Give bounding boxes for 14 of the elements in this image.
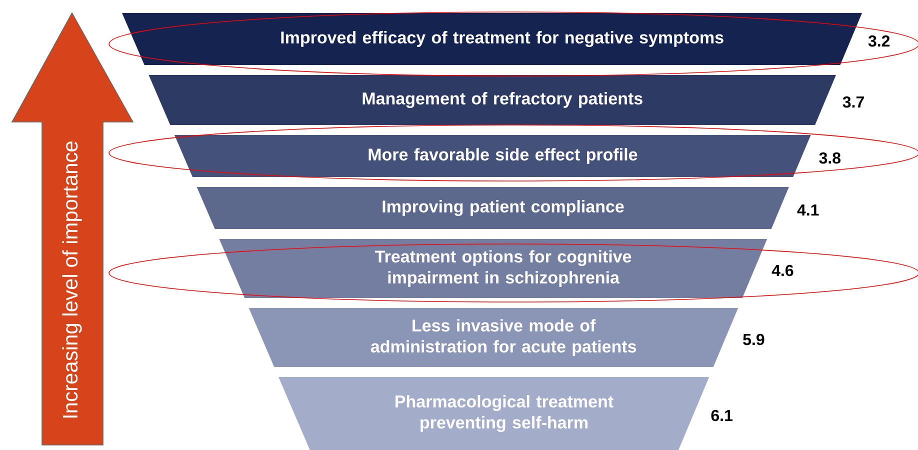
score-value: 4.6	[772, 264, 794, 276]
score-value: 3.2	[868, 35, 890, 47]
score-value: 4.1	[797, 204, 819, 216]
funnel-band: Improved efficacy of treatment for negative symptoms	[122, 13, 862, 65]
funnel-band: Less invasive mode of administration for acute patients	[248, 308, 738, 367]
score-value: 5.9	[743, 334, 764, 346]
funnel-band: More favorable side effect profile	[174, 135, 811, 177]
funnel-band: Improving patient compliance	[196, 187, 789, 229]
funnel-band: Pharmacological treatment preventing self-harm	[278, 377, 710, 450]
score-value: 6.1	[711, 410, 732, 422]
score-value: 3.7	[842, 96, 864, 108]
funnel-band: Treatment options for cognitive impairment in schizophrenia	[219, 239, 768, 298]
score-value: 3.8	[819, 152, 841, 164]
funnel-band: Management of refractory patients	[148, 75, 836, 125]
